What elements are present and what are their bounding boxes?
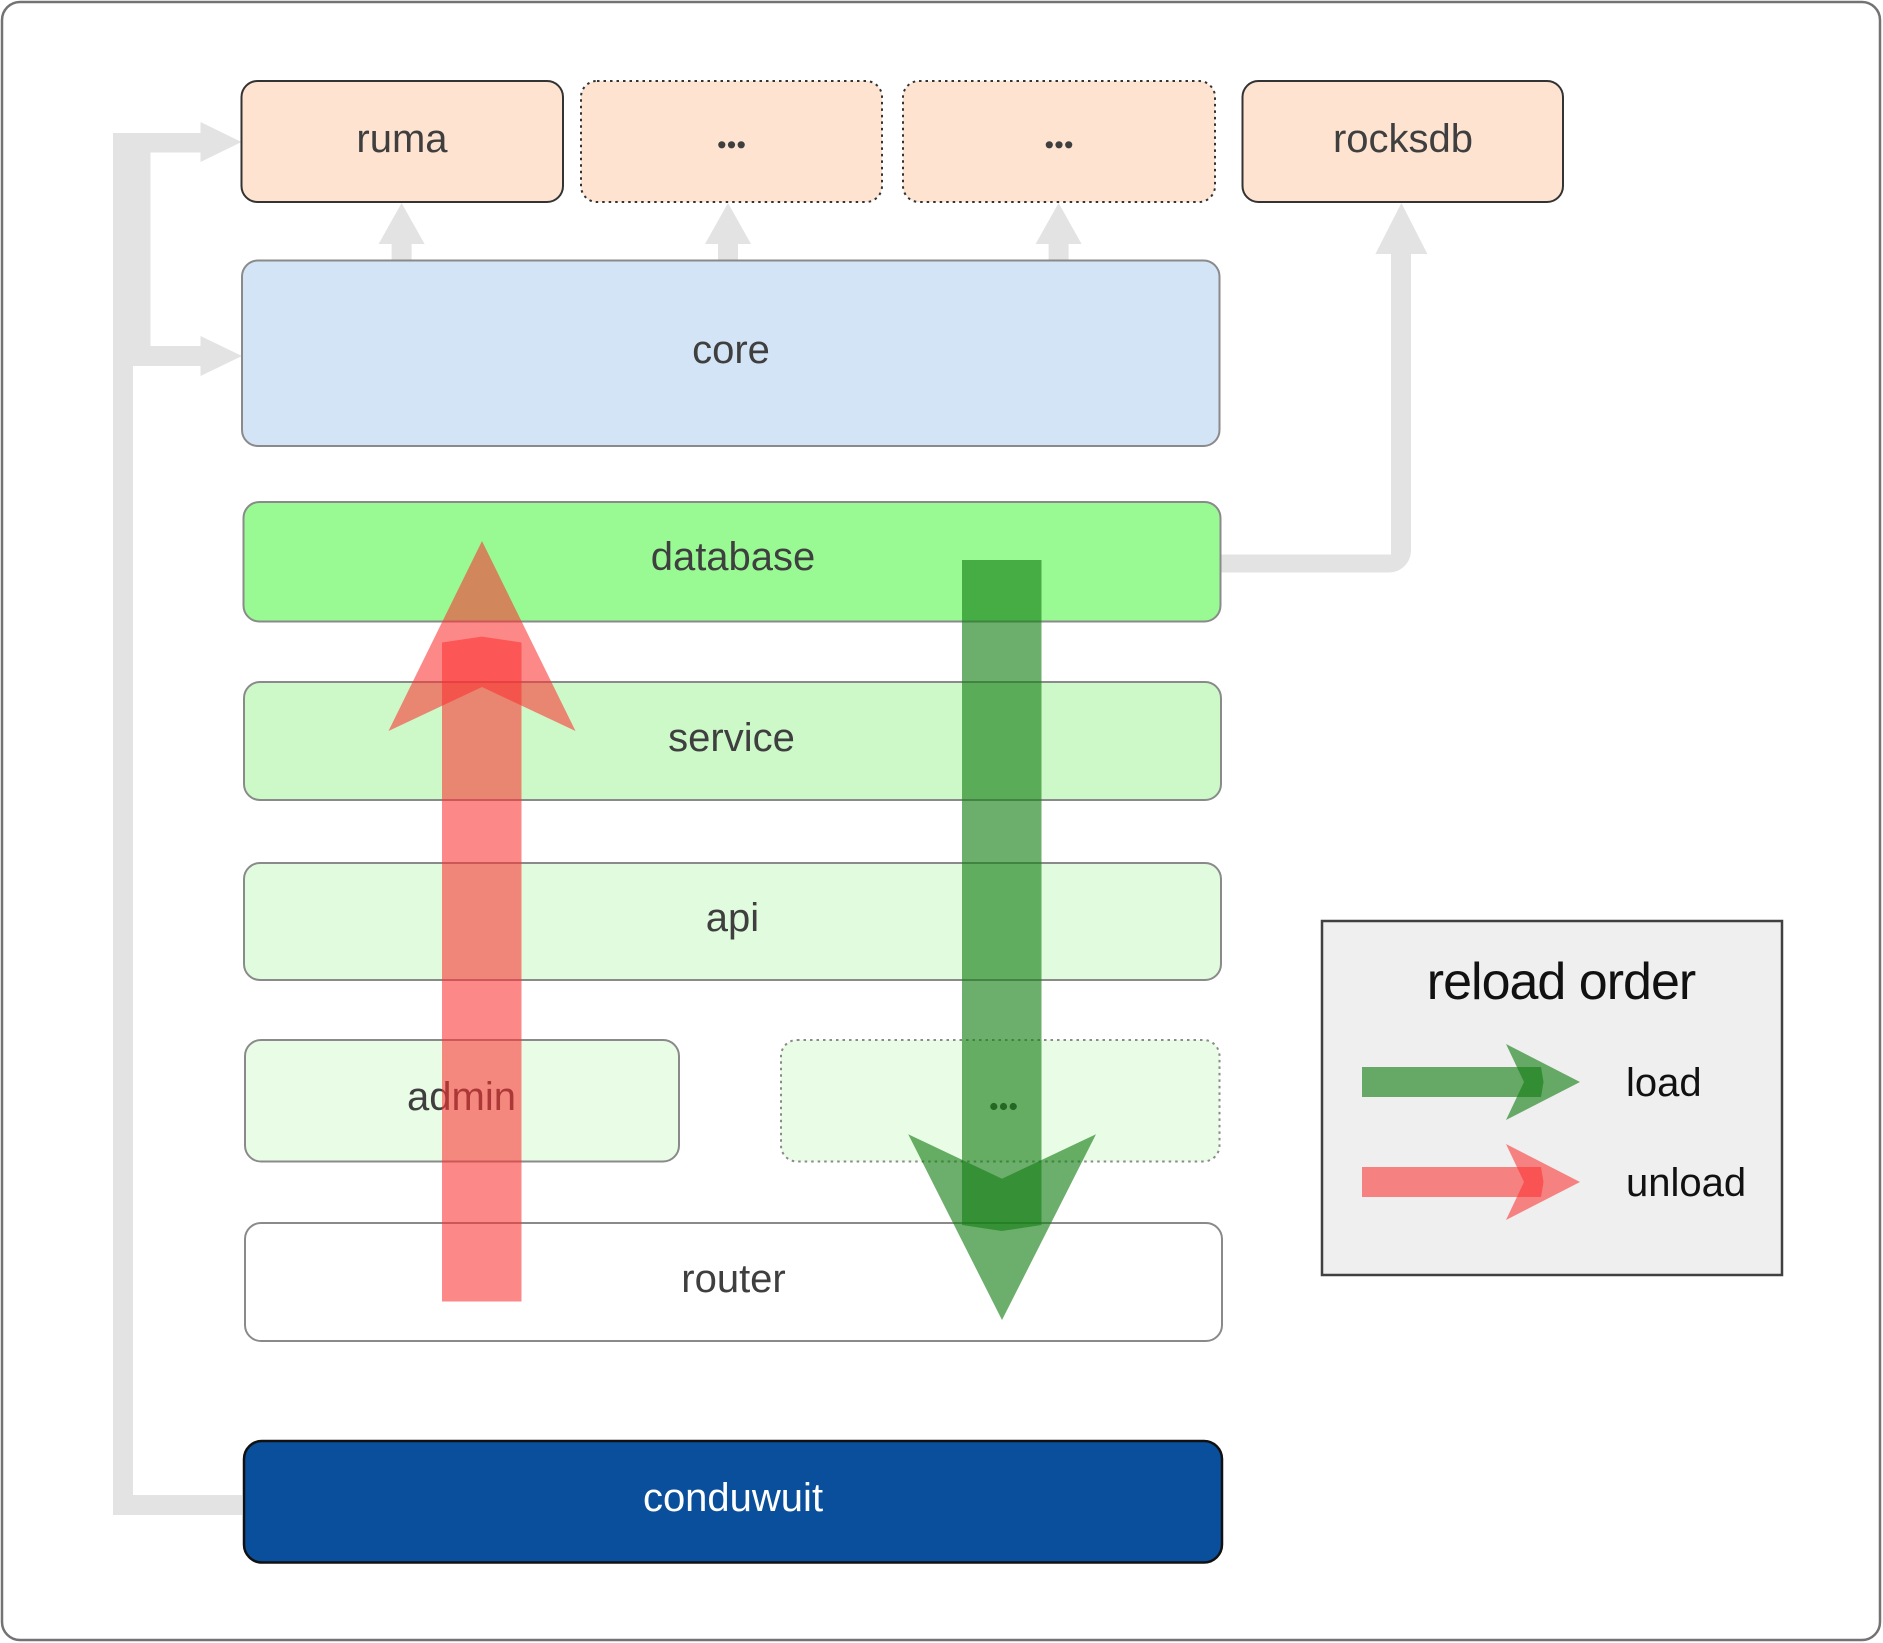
svg-text:database: database (651, 535, 816, 579)
svg-text:service: service (668, 716, 795, 760)
svg-text:ruma: ruma (356, 117, 448, 161)
svg-text:reload order: reload order (1427, 953, 1696, 1011)
svg-text:router: router (681, 1257, 786, 1301)
svg-text:api: api (706, 896, 759, 940)
svg-text:unload: unload (1626, 1161, 1746, 1205)
svg-text:core: core (692, 328, 770, 372)
svg-text:load: load (1626, 1061, 1702, 1105)
svg-text:conduwuit: conduwuit (643, 1476, 823, 1520)
svg-text:rocksdb: rocksdb (1333, 117, 1473, 161)
